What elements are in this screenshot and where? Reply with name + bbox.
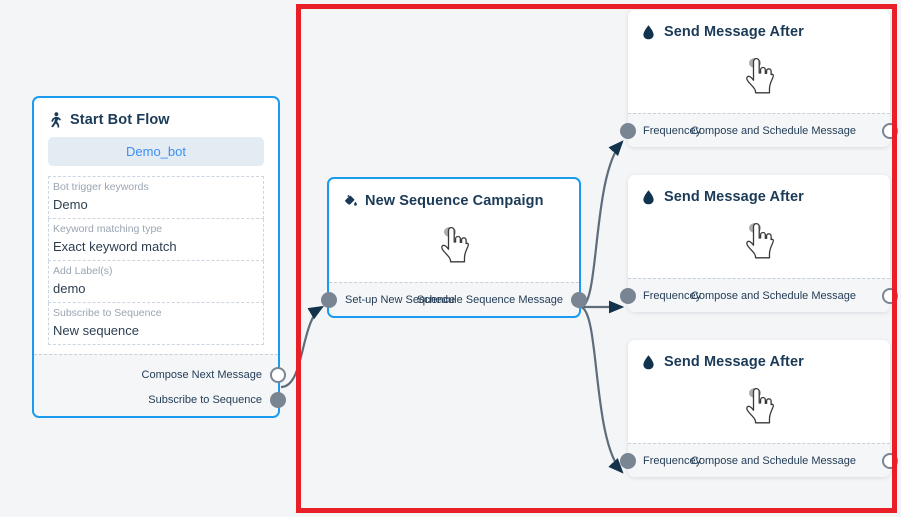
- droplet-icon: [642, 23, 657, 40]
- body-icon-wrap: [628, 375, 890, 443]
- hand-cursor-icon: [736, 383, 782, 429]
- hand-cursor-icon: [736, 53, 782, 99]
- node-header: Start Bot Flow: [34, 98, 278, 133]
- node-send-message-after-3[interactable]: Send Message After Frequencey Compose an…: [620, 340, 898, 477]
- edge-subscribe-to-setup: [280, 305, 324, 389]
- node-footer-ports: Frequencey Compose and Schedule Message: [620, 278, 898, 312]
- output-port-compose-and-schedule-message[interactable]: [882, 287, 898, 304]
- field-bot-trigger-keywords[interactable]: Bot trigger keywords Demo: [48, 176, 264, 219]
- node-body: [628, 375, 890, 443]
- input-port-label: Frequencey: [643, 289, 702, 302]
- output-port-label: Schedule Sequence Message: [416, 293, 563, 306]
- node-header: Send Message After: [628, 10, 890, 45]
- node-footer-ports: Set-up New Sequence Schedule Sequence Me…: [321, 282, 587, 316]
- field-label: Add Label(s): [53, 265, 113, 277]
- droplet-icon: [642, 353, 657, 370]
- node-start-bot-flow[interactable]: Start Bot Flow Demo_bot Bot trigger keyw…: [32, 96, 286, 418]
- droplet-icon: [642, 188, 657, 205]
- input-port-label: Frequencey: [643, 454, 702, 467]
- node-body: [628, 210, 890, 278]
- output-port-label: Compose and Schedule Message: [690, 289, 856, 302]
- node-footer-ports: Frequencey Compose and Schedule Message: [620, 113, 898, 147]
- paint-bucket-icon: [343, 192, 358, 209]
- field-add-labels[interactable]: Add Label(s) demo: [48, 261, 264, 303]
- output-port-schedule-sequence-message[interactable]: [571, 291, 587, 308]
- node-body: [628, 45, 890, 113]
- node-send-message-after-2[interactable]: Send Message After Frequencey Compose an…: [620, 175, 898, 312]
- input-port-setup-new-sequence[interactable]: [321, 291, 337, 308]
- port-label: Subscribe to Sequence: [148, 393, 262, 406]
- input-port-label: Set-up New Sequence: [345, 293, 456, 306]
- node-footer-ports: Compose Next Message Subscribe to Sequen…: [34, 354, 286, 416]
- output-port-subscribe-to-sequence[interactable]: [270, 391, 286, 408]
- field-value: Demo: [53, 197, 88, 212]
- node-title: Send Message After: [664, 23, 804, 40]
- node-header: Send Message After: [628, 175, 890, 210]
- node-header: Send Message After: [628, 340, 890, 375]
- field-label: Keyword matching type: [53, 223, 163, 235]
- node-title: Send Message After: [664, 188, 804, 205]
- output-port-compose-and-schedule-message[interactable]: [882, 452, 898, 469]
- node-new-sequence-campaign[interactable]: New Sequence Campaign Set-up New Sequenc…: [321, 177, 587, 318]
- output-port-label: Compose and Schedule Message: [690, 454, 856, 467]
- input-port-label: Frequencey: [643, 124, 702, 137]
- output-port-compose-next-message[interactable]: [270, 366, 286, 383]
- output-row-compose-next-message[interactable]: Compose Next Message: [34, 362, 286, 387]
- edge-schedule-to-frequency-3: [580, 305, 624, 474]
- node-title: New Sequence Campaign: [365, 192, 544, 209]
- output-port-compose-and-schedule-message[interactable]: [882, 122, 898, 139]
- field-list: Bot trigger keywords Demo Keyword matchi…: [34, 176, 278, 354]
- node-body: [329, 214, 579, 282]
- field-value: New sequence: [53, 323, 139, 338]
- field-label: Bot trigger keywords: [53, 181, 149, 193]
- port-label: Compose Next Message: [141, 368, 262, 381]
- field-subscribe-to-sequence[interactable]: Subscribe to Sequence New sequence: [48, 303, 264, 345]
- output-port-label: Compose and Schedule Message: [690, 124, 856, 137]
- node-title: Send Message After: [664, 353, 804, 370]
- body-icon-wrap: [329, 214, 579, 282]
- node-send-message-after-1[interactable]: Send Message After Frequencey Compose an…: [620, 10, 898, 147]
- running-person-icon: [48, 111, 63, 128]
- node-body: Demo_bot Bot trigger keywords Demo Keywo…: [34, 137, 278, 354]
- input-port-frequency[interactable]: [620, 287, 636, 304]
- input-port-frequency[interactable]: [620, 122, 636, 139]
- field-value: demo: [53, 281, 86, 296]
- body-icon-wrap: [628, 45, 890, 113]
- field-keyword-matching-type[interactable]: Keyword matching type Exact keyword matc…: [48, 219, 264, 261]
- bot-name-pill[interactable]: Demo_bot: [48, 137, 264, 166]
- field-value: Exact keyword match: [53, 239, 177, 254]
- node-header: New Sequence Campaign: [329, 179, 579, 214]
- input-port-frequency[interactable]: [620, 452, 636, 469]
- hand-cursor-icon: [431, 222, 477, 268]
- node-footer-ports: Frequencey Compose and Schedule Message: [620, 443, 898, 477]
- body-icon-wrap: [628, 210, 890, 278]
- output-row-subscribe-to-sequence[interactable]: Subscribe to Sequence: [34, 387, 286, 412]
- node-title: Start Bot Flow: [70, 111, 170, 128]
- field-label: Subscribe to Sequence: [53, 307, 162, 319]
- edge-schedule-to-frequency-1: [580, 140, 624, 309]
- hand-cursor-icon: [736, 218, 782, 264]
